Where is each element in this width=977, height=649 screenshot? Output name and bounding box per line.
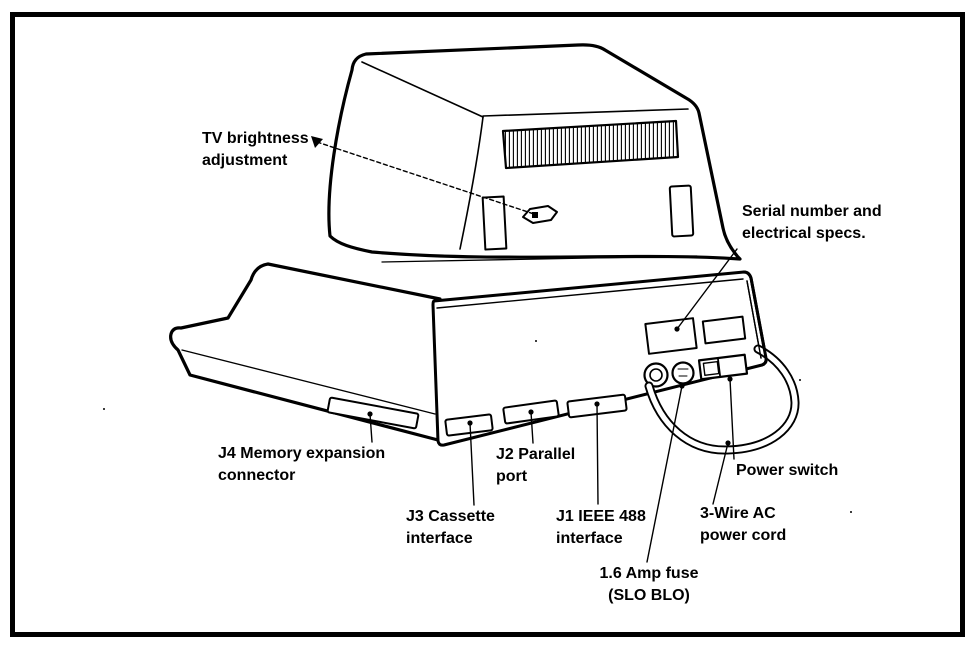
monitor-base-seam [381,255,698,263]
brightness-control [522,205,558,224]
label-line: 3-Wire AC [700,505,776,522]
leader-j1 [594,401,600,505]
monitor-unit [327,43,742,263]
j4-memory-expansion-slot [326,396,420,430]
power-switch [697,353,749,381]
power-cord-core [646,346,798,453]
leader-j2 [528,409,534,444]
label-j2-parallel: J2 Parallel port [496,444,575,488]
label-line: (SLO BLO) [608,587,690,604]
scan-specks [103,340,852,513]
callout-leaders [311,136,738,563]
leader-power-switch [727,376,735,460]
label-line: TV brightness [202,130,309,147]
label-line: connector [218,467,296,484]
label-line: Serial number and [742,203,882,220]
label-line: 1.6 Amp fuse [599,565,699,582]
cord-grommet-inner [649,368,663,382]
label-line: J3 Cassette [406,508,495,525]
base-left-section [169,262,442,442]
label-line: interface [406,530,473,547]
base-right-rim-overdraw [746,280,762,359]
brightness-control-dot [532,212,538,218]
leader-tv-brightness [311,136,535,215]
monitor-back-top-edge [482,108,689,117]
leader-power-cord [712,440,731,505]
monitor-side-crease [459,116,484,250]
fuse-holder [671,361,695,385]
label-j4-memory-expansion: J4 Memory expansion connector [218,443,385,487]
leader-j4 [367,411,373,443]
label-line: J1 IEEE 488 [556,508,646,525]
fuse-cap-marks [677,368,689,377]
vent-grille [501,119,680,170]
label-power-switch: Power switch [736,460,838,482]
label-line: adjustment [202,152,288,169]
label-fuse: 1.6 Amp fuse (SLO BLO) [588,563,710,607]
label-j3-cassette: J3 Cassette interface [406,506,495,550]
base-right-edge-overdraw [742,270,768,367]
leader-j3 [467,420,475,506]
rear-cutout-right [668,184,695,238]
label-line: J4 Memory expansion [218,445,386,462]
leader-serial [674,248,738,332]
label-tv-brightness: TV brightness adjustment [202,128,309,172]
label-line: J2 Parallel [496,446,576,463]
label-serial-number: Serial number and electrical specs. [742,201,882,245]
label-line: power cord [700,527,787,544]
figure-border [10,12,965,637]
base-unit [169,262,800,455]
label-power-cord: 3-Wire AC power cord [700,503,786,547]
label-line: interface [556,530,623,547]
label-line: electrical specs. [742,225,866,242]
label-line: Power switch [736,462,839,479]
label-j1-ieee488: J1 IEEE 488 interface [556,506,646,550]
spec-plate [701,315,747,345]
serial-number-plate [644,317,698,355]
leader-fuse [646,383,685,563]
monitor-top-crease [361,61,484,118]
skirt-top-edge [181,349,436,415]
label-line: port [496,468,528,485]
rear-cutout-left [481,195,508,251]
